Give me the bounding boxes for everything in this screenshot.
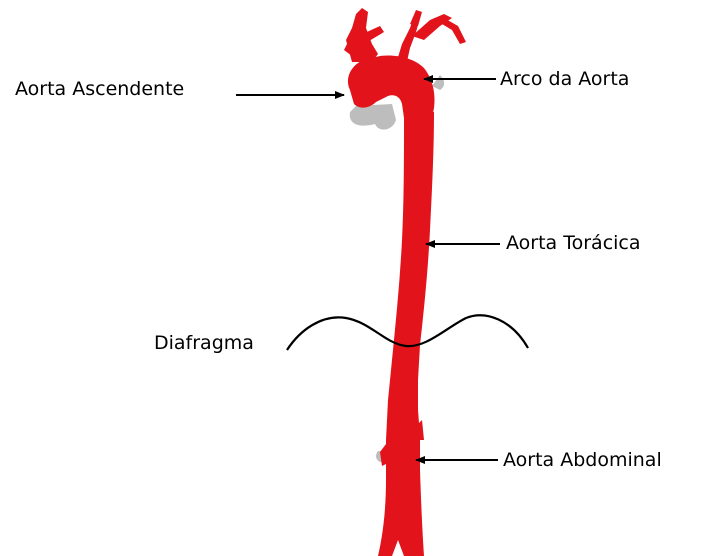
label-diafragma: Diafragma xyxy=(154,334,254,353)
label-aorta-toracica: Aorta Torácica xyxy=(506,234,641,253)
label-aorta-ascendente: Aorta Ascendente xyxy=(15,80,184,99)
descending-aorta xyxy=(378,112,434,556)
aorta-vessel xyxy=(344,8,466,556)
label-arco-da-aorta: Arco da Aorta xyxy=(500,70,629,89)
label-aorta-abdominal: Aorta Abdominal xyxy=(503,451,662,470)
